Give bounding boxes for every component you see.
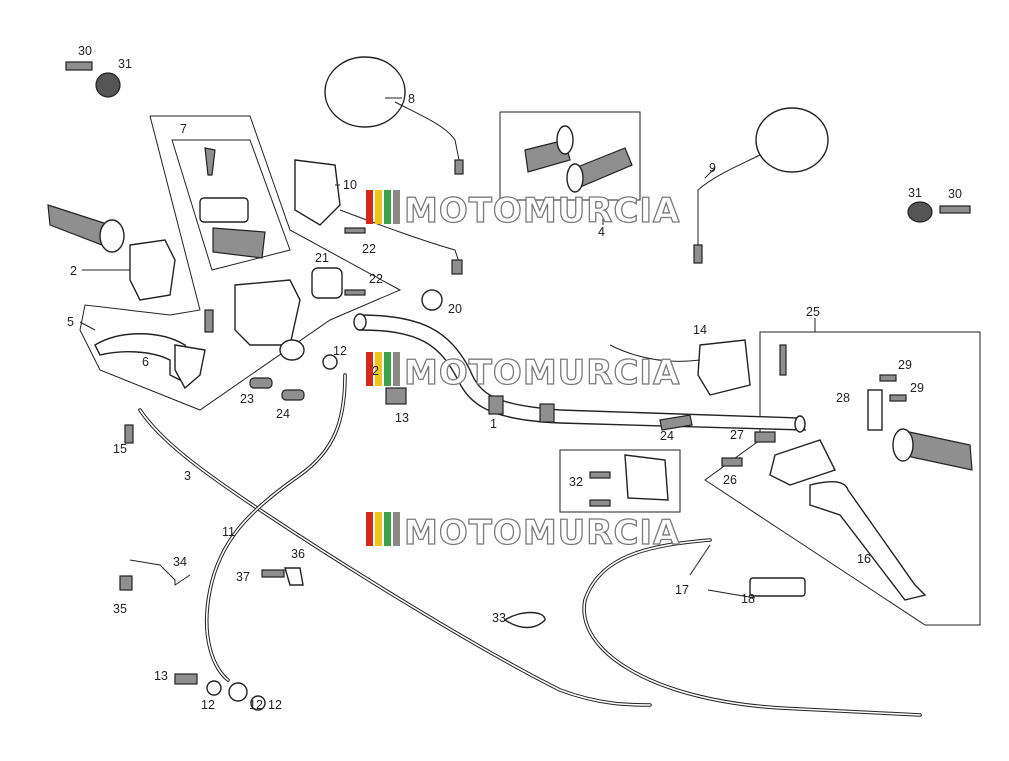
master-cylinder-part [199,147,305,361]
callout-2: 2 [70,264,77,278]
callout-25: 25 [806,305,820,319]
callout-29: 29 [910,381,924,395]
callout-31: 31 [908,186,922,200]
callout-28: 28 [836,391,850,405]
mirror-8-part [324,56,464,175]
watermark-text: MOTOMURCIA [404,513,680,553]
callout-2-small: 2 [372,364,379,378]
callout-9: 9 [709,161,716,175]
watermark-text: MOTOMURCIA [404,191,680,231]
callout-14: 14 [693,323,707,337]
callout-12: 12 [333,344,347,358]
callout-8: 8 [408,92,415,106]
cables [138,373,922,717]
callout-12: 12 [268,698,282,712]
callout-34: 34 [173,555,187,569]
watermark-middle: MOTOMURCIA [366,352,680,394]
mirror-9-part [693,107,829,264]
switch-housing-32-part [589,454,669,507]
callout-16: 16 [857,552,871,566]
callout-22: 22 [369,272,383,286]
callout-23: 23 [240,392,254,406]
callout-32: 32 [569,475,583,489]
callout-13: 13 [395,411,409,425]
callout-35: 35 [113,602,127,616]
callout-20: 20 [448,302,462,316]
callout-12: 12 [201,698,215,712]
leader-lines [79,97,816,599]
callout-10: 10 [343,178,357,192]
switch-10-part [294,159,463,275]
callout-5: 5 [67,315,74,329]
callout-11: 11 [222,525,235,539]
callout-6: 6 [142,355,149,369]
callout-37: 37 [236,570,250,584]
callout-29: 29 [898,358,912,372]
watermark-top: MOTOMURCIA [366,190,680,232]
callout-18: 18 [741,592,755,606]
lever-6-part [94,333,206,390]
callout-26: 26 [723,473,737,487]
callout-36: 36 [291,547,305,561]
switch-14-part [609,339,751,396]
callout-7: 7 [180,122,187,136]
small-parts [65,61,971,711]
callout-21: 21 [315,251,329,265]
grips-set-part [524,125,633,193]
callout-22: 22 [362,242,376,256]
callout-4: 4 [598,225,605,239]
callout-13: 13 [154,669,168,683]
right-lever-assembly-part [769,344,973,601]
callout-17: 17 [675,583,689,597]
callout-30: 30 [78,44,92,58]
callout-15: 15 [113,442,127,456]
watermark-bottom: MOTOMURCIA [366,512,680,554]
callout-24: 24 [276,407,290,421]
left-grip-part [47,204,176,301]
callout-33: 33 [492,611,506,625]
watermark-text: MOTOMURCIA [404,353,680,393]
callout-12: 12 [249,698,263,712]
callout-24: 24 [660,429,674,443]
callout-labels: 30 31 8 7 10 9 31 30 4 2 21 22 22 20 5 6… [67,44,962,712]
callout-3: 3 [184,469,191,483]
callout-1: 1 [490,417,497,431]
callout-30: 30 [948,187,962,201]
callout-31: 31 [118,57,132,71]
callout-27: 27 [730,428,744,442]
